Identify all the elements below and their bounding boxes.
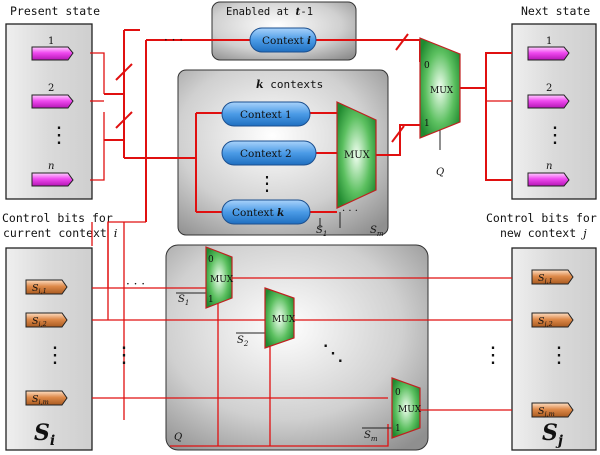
- left-control-tags: Si,1 Si,2 ⋮ Si,m Si: [25, 279, 68, 449]
- q-label-bottom: Q: [174, 432, 182, 443]
- mux-lower-m: 0 1 MUX: [391, 377, 422, 439]
- svg-text:Context i: Context i: [262, 35, 311, 47]
- svg-text:Sj,1: Sj,1: [538, 273, 553, 285]
- mux-lower-1: 0 1 MUX: [205, 246, 234, 309]
- context-i: Context i: [249, 27, 317, 53]
- control-new-label-1: Control bits for: [486, 211, 597, 225]
- control-new-label-2: new context j: [500, 226, 587, 240]
- svg-text:1: 1: [424, 119, 430, 129]
- sel-sm-main: Sm: [370, 225, 384, 238]
- left-bit-1: Si,1: [25, 279, 68, 295]
- svg-text:Si,m: Si,m: [32, 394, 49, 406]
- svg-text:n: n: [546, 161, 552, 172]
- next-tag-1: 1: [527, 36, 570, 61]
- svg-text:Context k: Context k: [232, 207, 284, 219]
- left-bit-m: Si,m: [25, 390, 68, 406]
- present-tag-2: 2: [31, 83, 74, 109]
- present-tag-n: n: [31, 161, 74, 187]
- right-bit-1: Sj,1: [531, 269, 574, 285]
- next-vdots: ⋮: [544, 123, 566, 148]
- k-contexts-title: k contexts: [256, 78, 323, 91]
- present-state-title: Present state: [10, 4, 100, 18]
- svg-text:2: 2: [546, 83, 552, 94]
- right-vdots: ⋮: [482, 343, 504, 368]
- left-bit-vdots: ⋮: [44, 343, 66, 368]
- present-vdots: ⋮: [48, 123, 70, 148]
- svg-text:MUX: MUX: [272, 315, 296, 325]
- svg-text:1: 1: [48, 36, 54, 47]
- diag-dots: ⋱: [322, 341, 344, 366]
- present-state-tags: 1 2 ⋮ n: [31, 36, 74, 187]
- left-bit-2: Si,2: [25, 312, 68, 328]
- context-2: Context 2: [221, 140, 317, 166]
- context-vdots: ⋮: [257, 171, 277, 195]
- right-bit-m: Sj,m: [531, 402, 574, 418]
- lower-sel-m: Sm: [364, 430, 378, 443]
- right-big-label: Sj: [542, 420, 563, 449]
- svg-text:MUX: MUX: [344, 150, 371, 161]
- right-control-tags: Sj,1 Sj,2 ⋮ Sj,m Sj: [531, 269, 574, 449]
- context-k: Context k: [221, 199, 311, 225]
- svg-text:Si,2: Si,2: [32, 316, 47, 328]
- left-hdots: · · ·: [126, 277, 145, 291]
- right-bit-vdots: ⋮: [548, 343, 570, 368]
- right-bit-2: Sj,2: [531, 312, 574, 328]
- sel-s1-main: S1: [316, 225, 327, 238]
- mux-inner: MUX: [336, 101, 377, 209]
- context-1: Context 1: [221, 101, 311, 127]
- svg-text:1: 1: [546, 36, 552, 47]
- svg-text:0: 0: [208, 255, 214, 265]
- left-big-label: Si: [34, 420, 55, 449]
- control-current-label-2: current context i: [3, 226, 118, 240]
- wires: [90, 29, 512, 447]
- svg-text:Si,1: Si,1: [32, 283, 47, 295]
- svg-text:0: 0: [395, 388, 401, 398]
- next-tag-2: 2: [527, 83, 570, 109]
- svg-text:Context 2: Context 2: [240, 148, 292, 160]
- next-tag-n: n: [527, 161, 570, 187]
- left-vdots: ⋮: [113, 343, 135, 368]
- svg-text:MUX: MUX: [430, 86, 454, 96]
- svg-text:Sj,2: Sj,2: [538, 316, 553, 328]
- present-tag-1: 1: [31, 36, 74, 61]
- svg-text:1: 1: [395, 424, 401, 434]
- inner-sel-dots: · · ·: [342, 206, 358, 217]
- top-hdots: · · ·: [164, 33, 183, 47]
- svg-text:MUX: MUX: [210, 275, 234, 285]
- next-state-title: Next state: [521, 4, 590, 18]
- svg-text:1: 1: [208, 295, 214, 305]
- svg-text:n: n: [48, 161, 54, 172]
- lower-sel-1: S1: [178, 294, 189, 307]
- svg-text:Sj,m: Sj,m: [538, 406, 555, 418]
- svg-text:MUX: MUX: [398, 405, 422, 415]
- mux-next: 0 1 MUX: [419, 37, 461, 139]
- svg-text:0: 0: [424, 61, 430, 71]
- enabled-title: Enabled at t-1: [226, 6, 313, 18]
- q-label-top: Q: [436, 167, 444, 178]
- lower-mux-panel: [165, 244, 429, 451]
- mux-lower-2: MUX: [264, 287, 296, 349]
- control-current-label-1: Control bits for: [2, 211, 113, 225]
- next-state-tags: 1 2 ⋮ n: [527, 36, 570, 187]
- svg-text:2: 2: [48, 83, 54, 94]
- svg-text:Context 1: Context 1: [240, 109, 292, 121]
- lower-sel-2: S2: [237, 335, 249, 348]
